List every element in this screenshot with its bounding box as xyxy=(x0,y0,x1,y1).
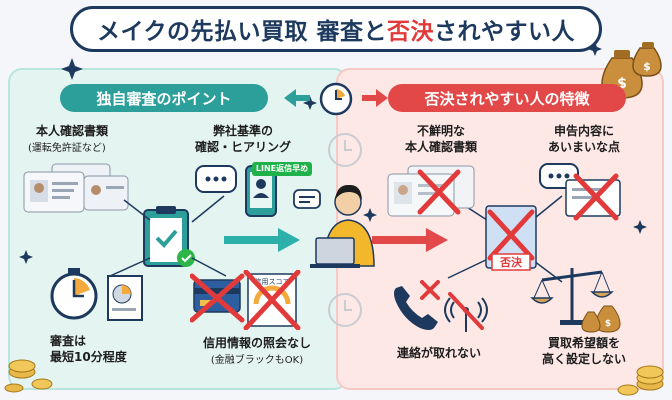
vague-chat-crossed-icon xyxy=(539,163,621,221)
rejection-stamp-icon: 否決 xyxy=(485,205,537,271)
svg-text:$: $ xyxy=(643,60,651,73)
chat-phone-icon xyxy=(195,165,277,217)
svg-text:$: $ xyxy=(605,319,611,329)
item-credit-title: 信用情報の照会なし xyxy=(202,336,311,350)
clock-watermark-icon xyxy=(328,133,362,327)
person-laptop-icon xyxy=(293,184,375,268)
item-high-price-sub: 高く設定しない xyxy=(541,352,626,366)
center-clock xyxy=(284,82,388,116)
title-part3: されやすい人 xyxy=(434,19,576,45)
title-banner: メイクの先払い買取 審査と否決されやすい人 xyxy=(70,6,602,52)
chat-bubble-icon xyxy=(293,189,321,209)
scale-moneybag-icon: $ xyxy=(530,268,621,333)
item-vague-title: 申告内容に xyxy=(553,124,614,138)
clipboard-check-icon xyxy=(143,206,195,267)
coin-stack-icon xyxy=(617,365,664,396)
id-cards-icon xyxy=(23,163,129,213)
arrow-right-icon xyxy=(224,228,300,252)
item-vague-sub: あいまいな点 xyxy=(547,140,620,154)
item-hearing-title: 弊社基準の xyxy=(212,124,273,138)
coin-stack-icon xyxy=(4,359,53,393)
stamp-label: 否決 xyxy=(499,255,523,269)
title-part1: メイクの先払い買取 審査と xyxy=(96,19,388,45)
arrow-right-icon xyxy=(372,228,448,252)
phone-icon xyxy=(394,286,438,330)
item-credit-sub: (金融ブラックもOK) xyxy=(210,355,304,366)
line-badge: LINE返信早め xyxy=(252,162,312,176)
item-speed-title: 審査は xyxy=(50,334,87,348)
item-hearing-sub: 確認・ヒアリング xyxy=(194,140,291,154)
arrow-left-icon xyxy=(284,89,310,107)
page-title: メイクの先払い買取 審査と否決されやすい人 xyxy=(97,12,575,46)
title-part2: 否決 xyxy=(387,19,435,45)
credit-card-crossed-icon: 信用スコア xyxy=(190,270,301,330)
item-speed-sub: 最短10分程度 xyxy=(50,350,127,364)
no-contact-icon xyxy=(394,280,488,332)
right-heading: 否決されやすい人の特徴 xyxy=(388,84,626,112)
svg-text:$: $ xyxy=(617,76,627,92)
item-blurry-docs-title: 不鮮明な xyxy=(416,124,465,138)
left-heading: 独自審査のポイント xyxy=(60,84,268,112)
signal-icon xyxy=(444,297,488,332)
sparkle-icon xyxy=(19,42,647,264)
item-blurry-docs-sub: 本人確認書類 xyxy=(404,140,477,154)
score-card-label: 信用スコア xyxy=(255,277,290,286)
item-id-docs-sub: (運転免許証など) xyxy=(28,143,106,154)
arrow-right-icon xyxy=(362,89,388,107)
item-id-docs-title: 本人確認書類 xyxy=(36,124,109,138)
item-no-contact-title: 連絡が取れない xyxy=(396,346,481,360)
blurry-id-crossed-icon xyxy=(387,165,475,217)
stopwatch-icon xyxy=(50,268,143,321)
item-high-price-title: 買取希望額を xyxy=(547,336,620,350)
